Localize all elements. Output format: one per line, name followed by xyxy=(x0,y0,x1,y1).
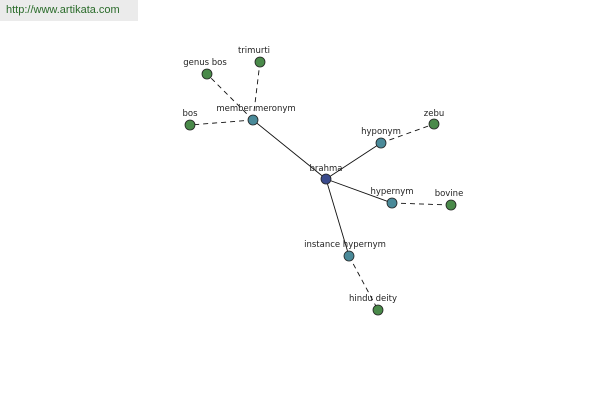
node-label-zebu[interactable]: zebu xyxy=(424,109,444,119)
edge-instance-hypernym-to-hindu-deity xyxy=(348,255,379,311)
node-label-hyponym[interactable]: hyponym xyxy=(361,127,401,137)
node-hindu-deity[interactable] xyxy=(372,304,384,316)
node-instance-hypernym[interactable] xyxy=(343,250,355,262)
node-label-brahma[interactable]: brahma xyxy=(310,164,343,174)
source-url-banner[interactable]: http://www.artikata.com xyxy=(0,0,138,21)
node-bos[interactable] xyxy=(184,119,196,131)
node-bovine[interactable] xyxy=(445,199,457,211)
node-zebu[interactable] xyxy=(428,118,440,130)
node-label-instance-hypernym[interactable]: instance hypernym xyxy=(304,240,386,250)
node-label-genus-bos[interactable]: genus bos xyxy=(183,58,227,68)
node-label-bos[interactable]: bos xyxy=(182,109,198,119)
node-brahma[interactable] xyxy=(320,173,332,185)
edge-member-meronym-to-genus-bos xyxy=(206,73,254,121)
node-hyponym[interactable] xyxy=(375,137,387,149)
edge-brahma-to-instance-hypernym xyxy=(325,178,350,257)
node-hypernym[interactable] xyxy=(386,197,398,209)
node-trimurti[interactable] xyxy=(254,56,266,68)
edge-member-meronym-to-trimurti xyxy=(252,61,261,121)
node-label-member-meronym[interactable]: member meronym xyxy=(216,104,295,114)
edge-brahma-to-member-meronym xyxy=(252,119,327,180)
edge-hyponym-to-zebu xyxy=(380,123,435,144)
edge-brahma-to-hypernym xyxy=(325,178,393,204)
node-label-trimurti[interactable]: trimurti xyxy=(238,46,270,56)
edge-brahma-to-hyponym xyxy=(325,142,382,180)
graph-nodes xyxy=(184,56,457,316)
edge-member-meronym-to-bos xyxy=(189,119,254,126)
node-label-bovine[interactable]: bovine xyxy=(435,189,464,199)
node-genus-bos[interactable] xyxy=(201,68,213,80)
graph-edges xyxy=(189,61,452,311)
node-member-meronym[interactable] xyxy=(247,114,259,126)
node-label-hypernym[interactable]: hypernym xyxy=(370,187,413,197)
edge-hypernym-to-bovine xyxy=(391,202,452,206)
graph-labels: brahma member meronym hyponym hypernym insta… xyxy=(182,46,463,304)
node-label-hindu-deity[interactable]: hindu deity xyxy=(349,294,397,304)
